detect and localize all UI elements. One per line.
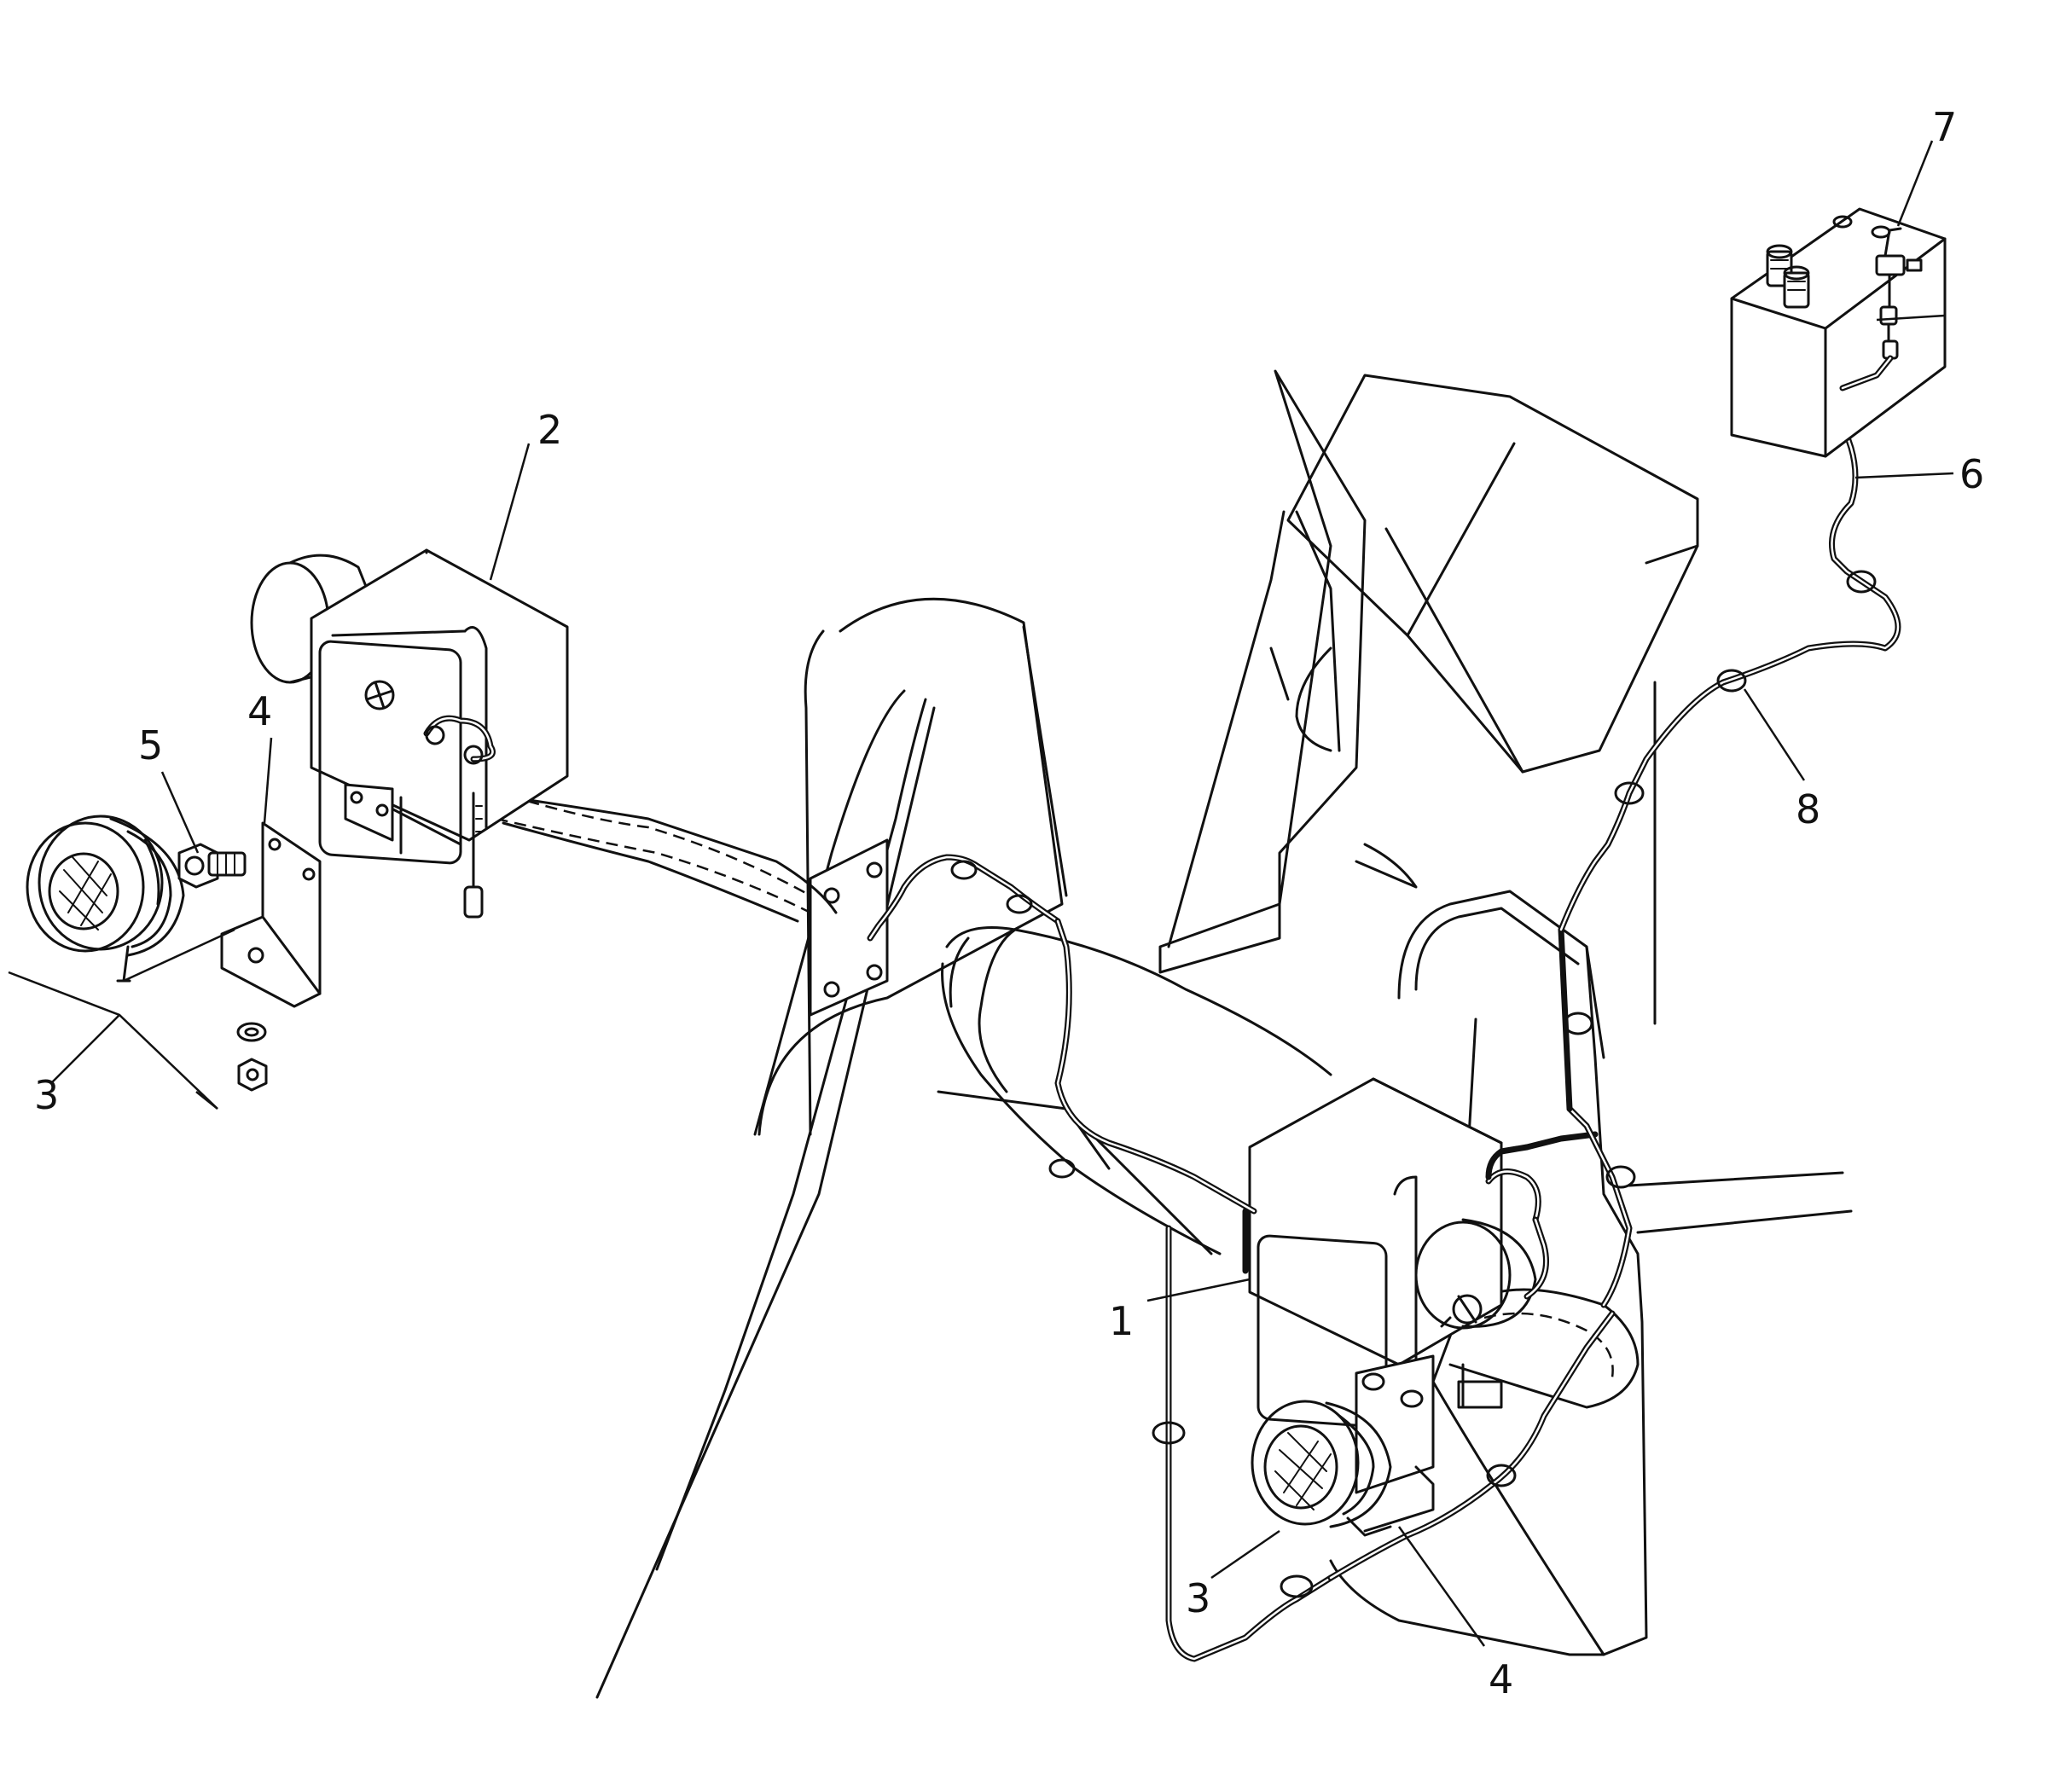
callout-6: 6 <box>1959 451 1984 497</box>
callout-8: 8 <box>1796 786 1820 832</box>
left-lamp-bracket <box>220 821 322 1008</box>
bolt <box>177 843 247 889</box>
callout-2: 2 <box>537 407 562 453</box>
callout-3-left: 3 <box>34 1072 59 1118</box>
wiring-harness <box>867 355 1901 1662</box>
callout-5: 5 <box>138 722 163 768</box>
right-lamp-bracket <box>1363 1465 1435 1533</box>
callout-4-left: 4 <box>247 688 272 734</box>
cab-body <box>1158 369 1699 1025</box>
switch-box <box>1730 207 1947 458</box>
right-work-lamp <box>1251 1400 1392 1537</box>
group-bracket-3 <box>8 971 218 1110</box>
callout-6-leader <box>1854 472 1954 479</box>
left-work-lamp <box>26 815 185 983</box>
washer-and-nut <box>236 1022 268 1092</box>
callout-3-right: 3 <box>1186 1575 1210 1621</box>
main-boom <box>473 783 1853 1656</box>
left-lamp-wiring <box>423 715 496 919</box>
right-lamp-housing <box>1248 1077 1537 1494</box>
callout-leaders <box>160 140 1946 1647</box>
callout-1: 1 <box>1109 1298 1134 1344</box>
callout-7: 7 <box>1932 104 1957 150</box>
left-boom-arm <box>595 597 1068 1699</box>
callout-4-right: 4 <box>1489 1656 1513 1702</box>
left-lamp-housing <box>250 548 569 865</box>
